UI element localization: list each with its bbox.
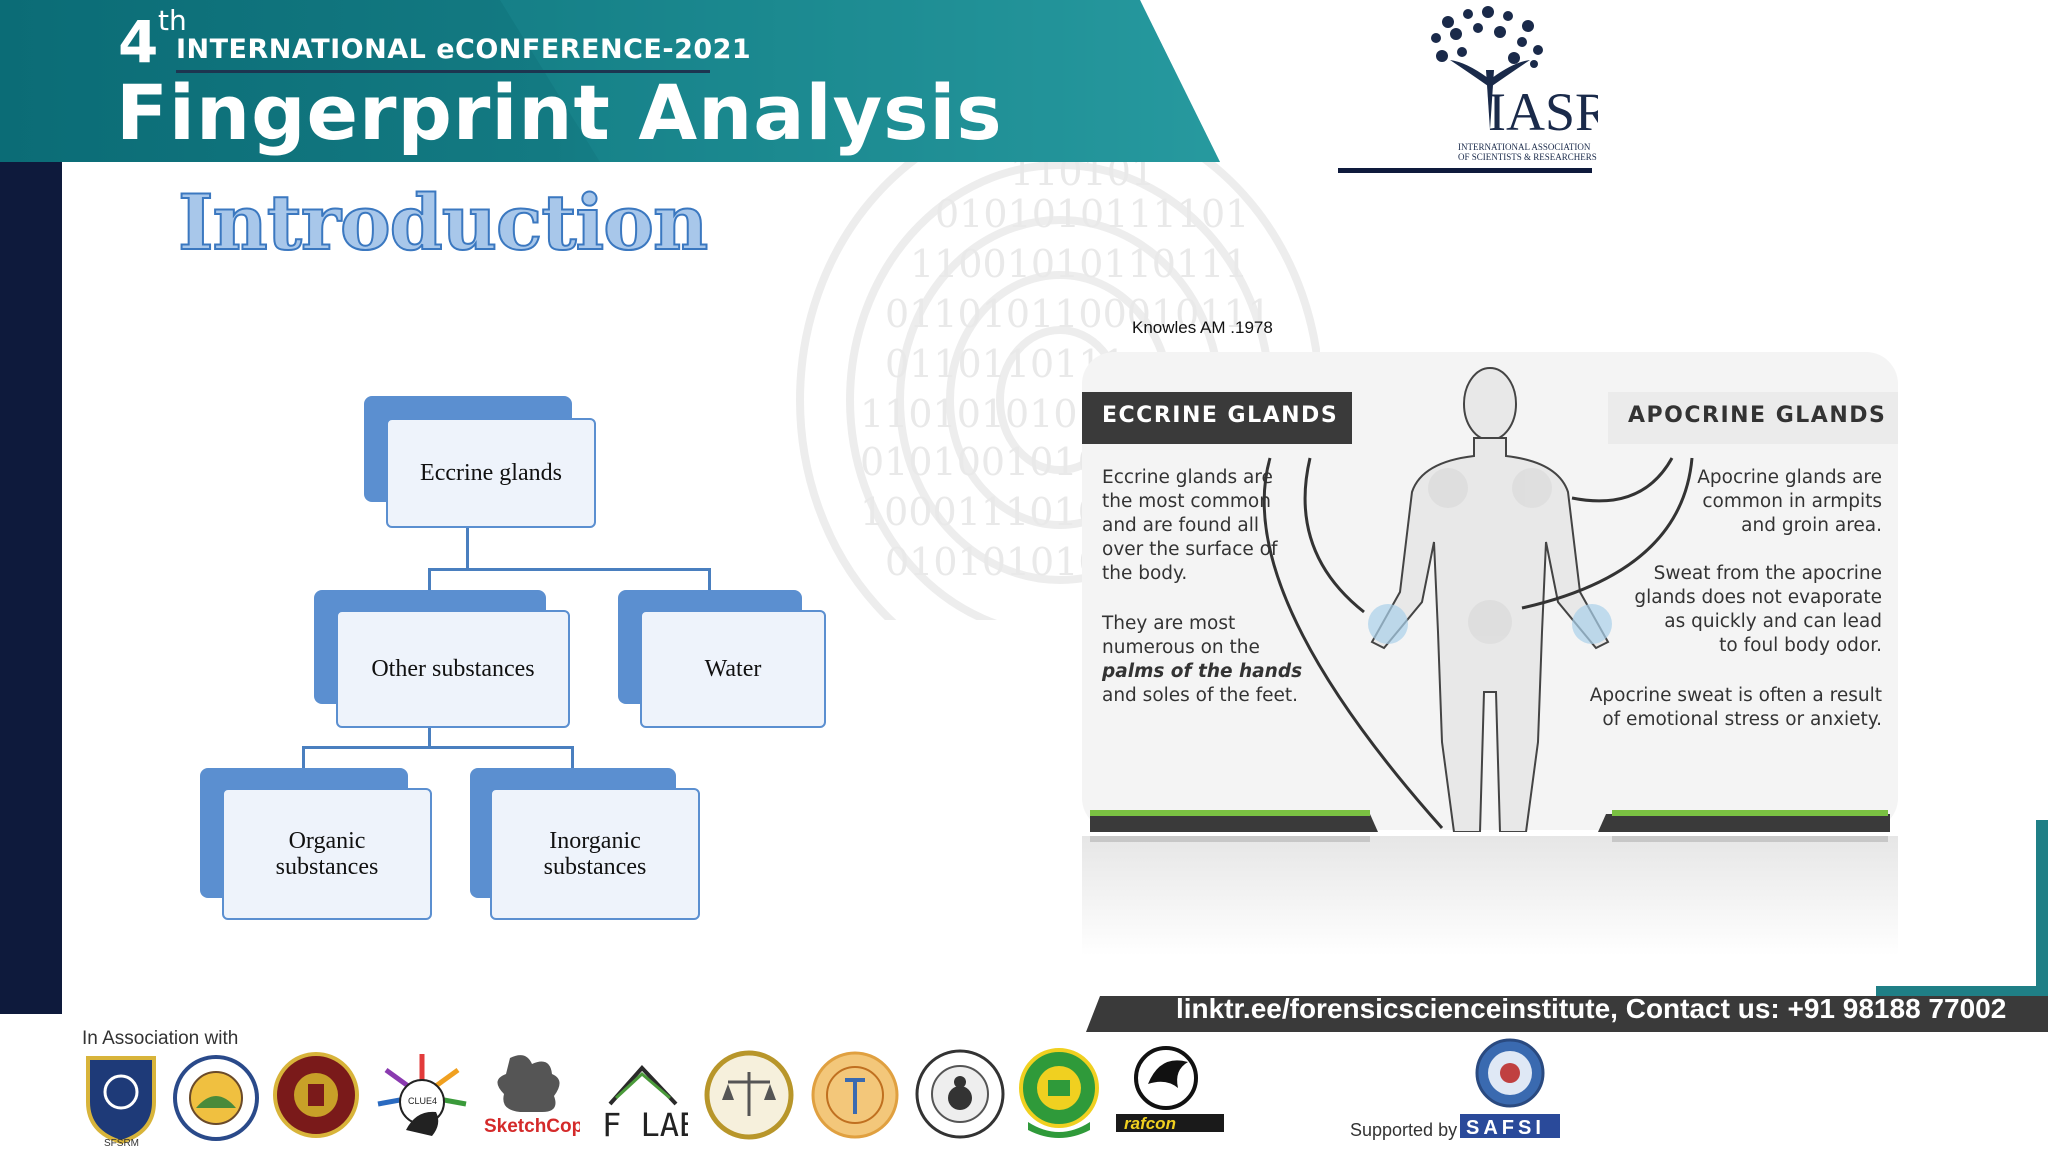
flab-label: F LAB — [602, 1106, 688, 1142]
node-label-line: Inorganic — [549, 827, 641, 854]
connector — [466, 528, 469, 570]
connector — [302, 746, 305, 768]
node-label: Other substances — [371, 655, 535, 682]
citation: Knowles AM .1978 — [1132, 318, 1273, 337]
iasr-logo-subtitle: INTERNATIONAL ASSOCIATION — [1458, 142, 1591, 152]
text-line: and groin area. — [1741, 515, 1882, 536]
eccrine-title: ECCRINE GLANDS — [1102, 403, 1339, 428]
association-label: In Association with — [82, 1028, 239, 1049]
binary-line: 1101010101 — [860, 392, 1102, 436]
safsi-logo: SAFSI — [1460, 1114, 1560, 1139]
text-line: over the surface of — [1102, 539, 1278, 560]
clue4-label: CLUE4 — [408, 1096, 437, 1106]
supported-by-label: Supported by — [1350, 1120, 1458, 1140]
contact-bar — [1086, 996, 2048, 1032]
text-line: Eccrine glands are — [1102, 467, 1273, 488]
node-water: Water — [640, 610, 826, 728]
conference-ordinal-suffix: th — [158, 4, 187, 37]
text-line: palms of the hands — [1102, 661, 1303, 682]
text-line: of emotional stress or anxiety. — [1602, 709, 1882, 730]
university-green-logo — [1019, 1048, 1099, 1138]
iasr-logo: IASR INTERNATIONAL ASSOCIATION OF SCIENT… — [1338, 0, 1611, 178]
tree-icon: IASR INTERNATIONAL ASSOCIATION OF SCIENT… — [1338, 6, 1611, 173]
left-accent-bar — [0, 162, 62, 1014]
contact-info-link[interactable]: linktr.ee/forensicscienceinstitute, Cont… — [1176, 993, 2007, 1024]
forensic-association-logo — [811, 1051, 899, 1139]
text-line: Sweat from the apocrine — [1653, 563, 1882, 584]
connector — [428, 568, 710, 571]
text-line: glands does not evaporate — [1634, 587, 1882, 608]
page-title: Fingerprint Analysis — [116, 68, 1003, 157]
apocrine-odor: Sweat from the apocrine glands does not … — [1634, 562, 1882, 658]
apocrine-stress: Apocrine sweat is often a result of emot… — [1590, 684, 1882, 732]
connector — [428, 568, 431, 590]
iasr-logo-subtitle: OF SCIENTISTS & RESEARCHERS — [1458, 152, 1597, 162]
binary-line: 0101001010 — [860, 440, 1102, 484]
section-title: Introduction — [177, 177, 709, 268]
clue4-evidence-logo: CLUE4 — [377, 1054, 467, 1136]
conference-number: 4 — [118, 8, 159, 76]
connector — [708, 568, 711, 590]
text-line: as quickly and can lead — [1664, 611, 1882, 632]
node-label: Water — [704, 655, 762, 682]
teal-accent — [2036, 820, 2048, 996]
forensic-society-logo — [915, 1049, 1005, 1139]
teal-accent — [1876, 986, 2048, 996]
binary-line: 0101010111101 — [935, 192, 1250, 236]
sketchcop-logo: SketchCop — [484, 1055, 580, 1137]
text-line: to foul body odor. — [1719, 635, 1882, 656]
conference-name: INTERNATIONAL eCONFERENCE-2021 — [176, 34, 752, 65]
supporter-seal-logo — [1475, 1038, 1545, 1108]
infographic-reflection — [1082, 836, 1898, 956]
fingerprint-watermark: 110101 0101010111101 11001010110111 0110… — [760, 150, 1320, 620]
node-label-line: substances — [275, 854, 379, 880]
binary-line: 11001010110111 — [910, 242, 1249, 286]
text-line: numerous on the — [1102, 637, 1260, 658]
text-line: the body. — [1102, 563, 1188, 584]
sfsrm-label: SFSRM — [104, 1138, 139, 1148]
sketchcop-label: SketchCop — [484, 1116, 580, 1137]
text-line: They are most — [1102, 613, 1236, 634]
node-label-line: substances — [543, 854, 647, 880]
text-line: and are found all — [1102, 515, 1260, 536]
node-organic-substances: Organic substances — [222, 788, 432, 920]
header-band — [0, 0, 1220, 162]
node-eccrine-glands: Eccrine glands — [386, 418, 596, 528]
node-inorganic-substances: Inorganic substances — [490, 788, 700, 920]
text-line: and soles of the feet. — [1102, 685, 1299, 706]
safsi-label: SAFSI — [1466, 1117, 1545, 1139]
university-seal-logo — [173, 1055, 259, 1141]
apocrine-description: Apocrine glands are common in armpits an… — [1697, 466, 1882, 538]
node-label: Eccrine glands — [420, 459, 562, 486]
eccrine-distribution: They are most numerous on the palms of t… — [1102, 612, 1302, 708]
binary-line: 1000111010 — [860, 490, 1102, 534]
justice-scales-logo — [704, 1050, 794, 1140]
node-label-line: Organic — [288, 827, 366, 854]
sweat-glands-infographic: ECCRINE GLANDS APOCRINE GLANDS Eccrine g… — [1082, 352, 1898, 832]
eccrine-description: Eccrine glands are the most common and a… — [1102, 466, 1277, 586]
header-divider — [176, 70, 710, 73]
node-other-substances: Other substances — [336, 610, 570, 728]
college-seal-logo — [273, 1052, 359, 1138]
binary-line: 0110101100010111 — [885, 292, 1272, 336]
text-line: Apocrine glands are — [1697, 467, 1882, 488]
connector — [302, 746, 574, 749]
rafcon-label: rafcon — [1124, 1114, 1176, 1133]
rafcon-logo: rafcon — [1116, 1046, 1224, 1133]
connector — [571, 746, 574, 768]
text-line: Apocrine sweat is often a result — [1589, 685, 1882, 706]
connector — [428, 726, 431, 748]
flab-logo: F LAB — [602, 1065, 688, 1142]
text-line: the most common — [1102, 491, 1271, 512]
iasr-logo-text: IASR — [1488, 82, 1598, 142]
sfsrm-logo: SFSRM — [86, 1056, 156, 1148]
text-line: common in armpits — [1702, 491, 1882, 512]
apocrine-title: APOCRINE GLANDS — [1628, 403, 1887, 428]
